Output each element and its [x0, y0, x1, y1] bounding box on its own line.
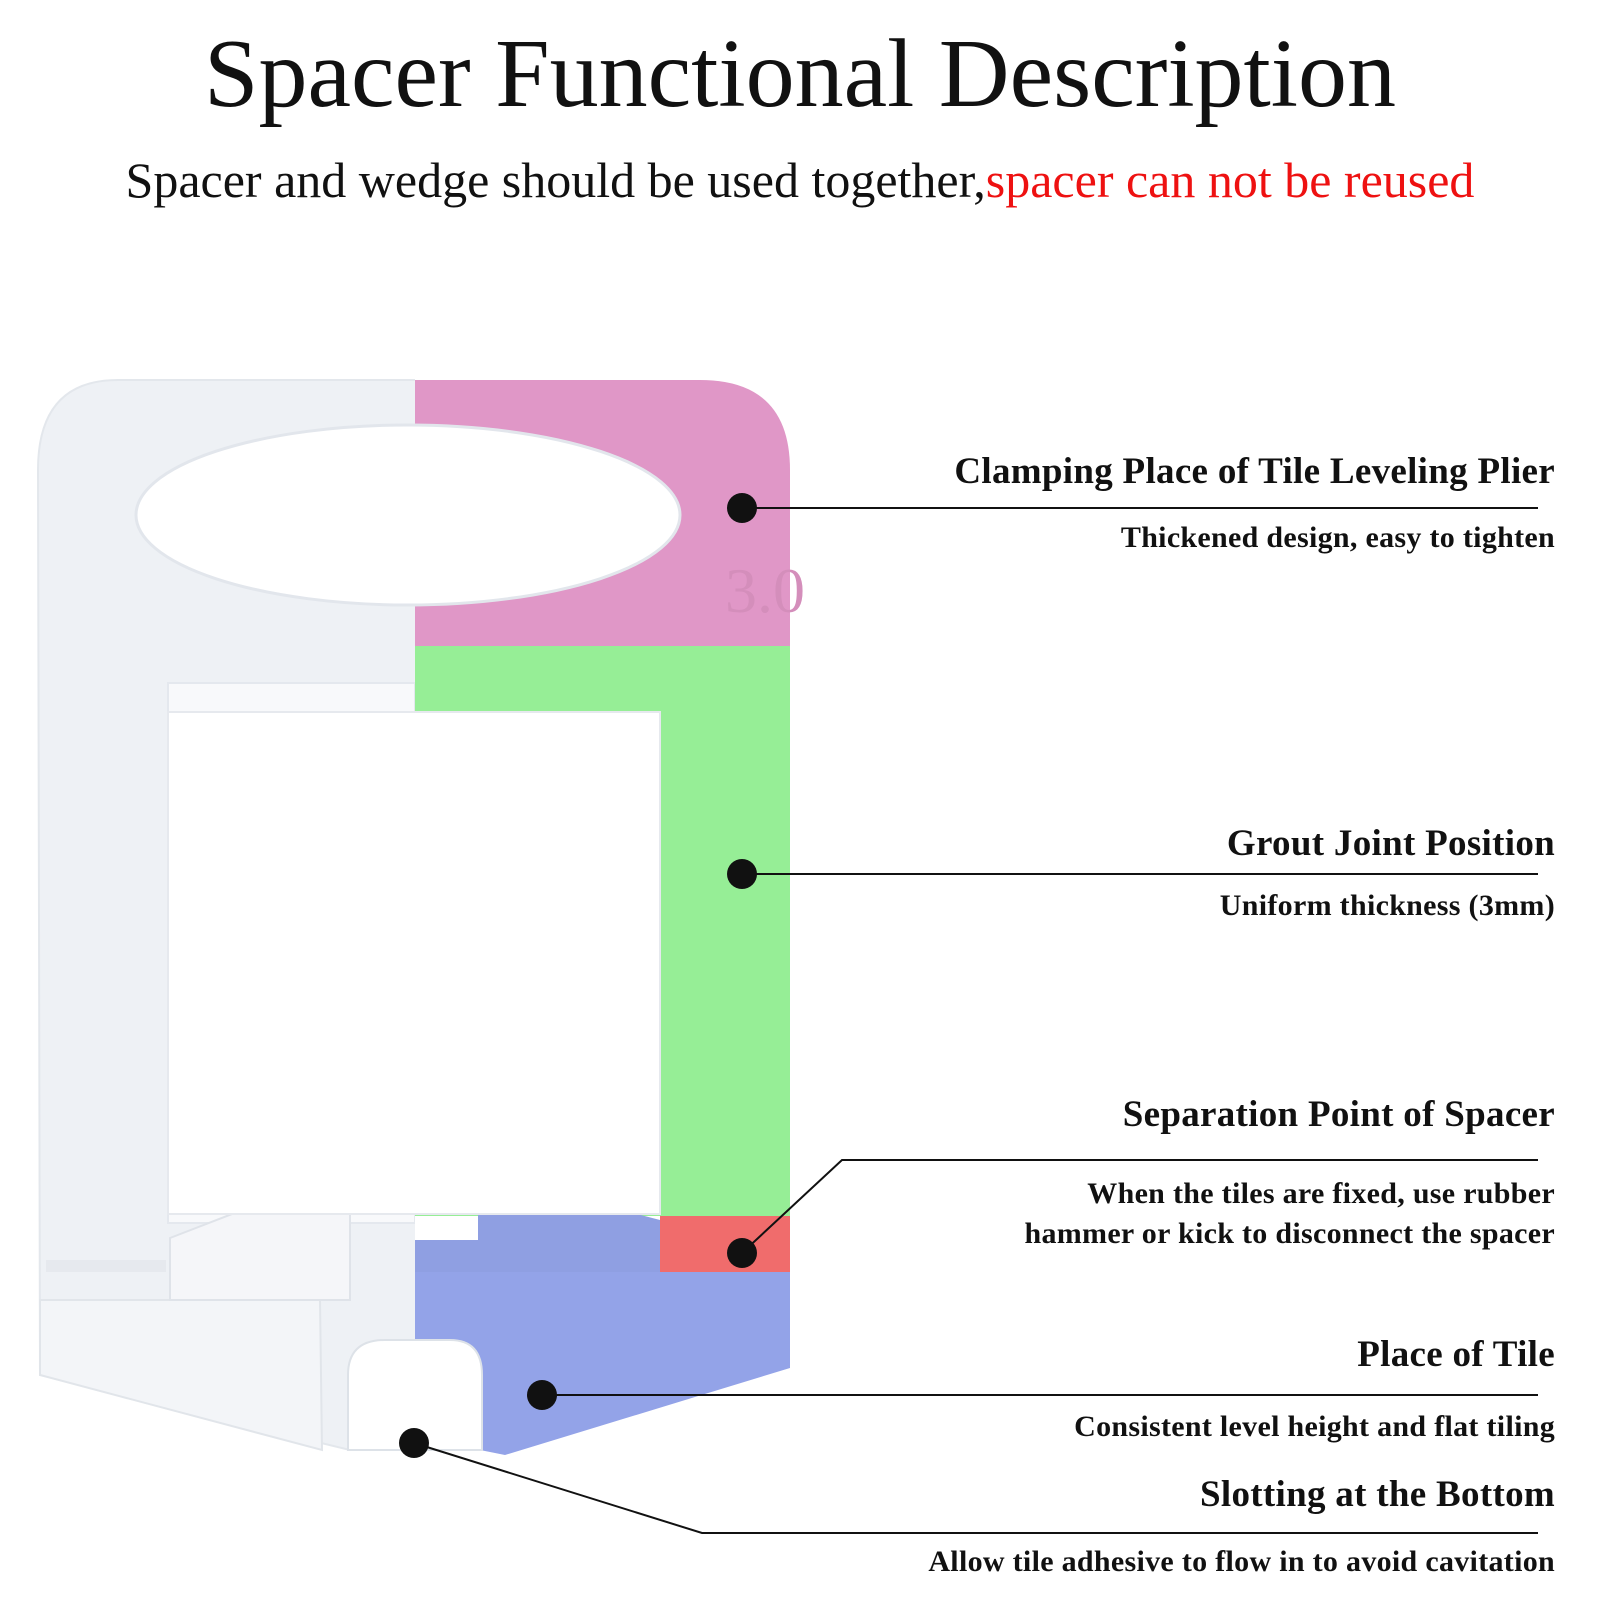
leader-line-slotting [413, 1442, 1538, 1534]
plier-hole [134, 423, 682, 607]
spacer-left-slot [46, 1260, 166, 1272]
callout-separation-description-line-1: When the tiles are fixed, use rubber [1087, 1177, 1555, 1210]
callout-tile-description: Consistent level height and flat tiling [1074, 1410, 1555, 1443]
callout-grout-description: Uniform thickness (3mm) [1219, 889, 1555, 922]
callout-slotting-heading: Slotting at the Bottom [1200, 1474, 1555, 1515]
callout-separation-heading: Separation Point of Spacer [1122, 1094, 1555, 1135]
spacer-base-foot [39, 1299, 324, 1452]
separation-zone [660, 1216, 790, 1272]
subtitle-warning-text: spacer can not be reused [985, 152, 1475, 208]
dot-slotting [399, 1428, 429, 1458]
leader-line-separation [741, 1159, 1538, 1254]
callout-grout-heading: Grout Joint Position [1226, 823, 1555, 864]
dot-grout [727, 859, 757, 889]
callout-tile-heading: Place of Tile [1357, 1334, 1555, 1375]
bottom-slot-opening [347, 1339, 483, 1451]
dot-separation [727, 1238, 757, 1268]
page-subtitle: Spacer and wedge should be used together… [0, 148, 1600, 212]
callout-clamping-heading: Clamping Place of Tile Leveling Plier [954, 451, 1555, 492]
spacer-window [167, 711, 661, 1215]
callout-slotting-description: Allow tile adhesive to flow in to avoid … [928, 1545, 1555, 1578]
tile-place-zone [415, 1272, 790, 1455]
callout-clamping-description: Thickened design, easy to tighten [1120, 521, 1555, 554]
dot-tile [527, 1380, 557, 1410]
spacer-size-mark: 3.0 [725, 555, 805, 626]
tile-arrow-zone [415, 1180, 660, 1272]
subtitle-normal-text: Spacer and wedge should be used together… [125, 152, 986, 208]
callout-separation-description-line-2: hammer or kick to disconnect the spacer [1024, 1217, 1555, 1250]
page-title: Spacer Functional Description [203, 20, 1397, 128]
dot-clamping [727, 493, 757, 523]
